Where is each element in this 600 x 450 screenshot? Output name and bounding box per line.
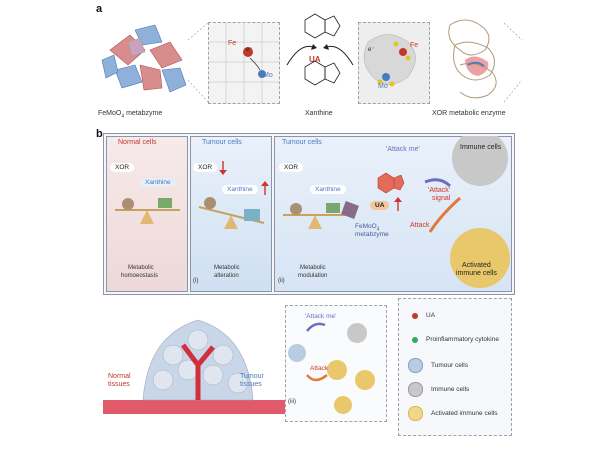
- fe-label: Fe: [228, 40, 237, 47]
- panel-a-letter: a: [96, 3, 103, 15]
- metabzyme-particle-icon: [341, 201, 359, 219]
- legend-item-cytokine: Proinflammatory cytokine: [408, 336, 499, 343]
- blood-vessel: [103, 400, 288, 414]
- tumour-xanthine-label-ii: Xanthine: [310, 185, 346, 194]
- immune-cell-icon: [452, 136, 508, 186]
- fe-atom-enzyme-icon: [399, 48, 407, 56]
- tumour-caption-ii-2: modulation: [298, 273, 328, 279]
- ua-dot-icon: [412, 312, 418, 319]
- mo-label: Mo: [263, 72, 273, 79]
- tumour-cells-title-ii: Tumour cells: [282, 139, 322, 146]
- immune-cells-illustration: [424, 136, 510, 288]
- electron-label-left: e⁻: [246, 47, 253, 53]
- legend-item-activated: Activated immune cells: [408, 406, 497, 421]
- normal-xanthine-label: Xanthine: [140, 178, 176, 187]
- activated-cell-icon: [408, 406, 423, 421]
- legend: UA Proinflammatory cytokine Tumour cells…: [408, 312, 508, 432]
- roman-i: (i): [193, 278, 199, 284]
- tumour-xor-label-ii: XOR: [279, 163, 304, 172]
- normal-tissues-2: tissues: [108, 381, 130, 388]
- fe-atom-icon: [243, 47, 253, 57]
- mo-label-right: Mo: [378, 83, 388, 90]
- xanthine-label: Xanthine: [305, 110, 333, 117]
- tumour-xor-label-i: XOR: [193, 163, 218, 172]
- normal-caption-1: Metabolic: [128, 265, 154, 271]
- panel-iii-illustration: [288, 322, 375, 414]
- electron-label-right: e⁻: [368, 47, 375, 53]
- reaction-arrows: [286, 44, 354, 66]
- activated-label-2: immune cells: [456, 270, 497, 277]
- ua-molecule-red-icon: [377, 172, 405, 194]
- immune-cells-label: Immune cells: [460, 144, 502, 151]
- xanthine-molecule-icon: [304, 60, 341, 86]
- tumour-caption-i-2: alteration: [214, 273, 239, 279]
- metabzyme-label-b: FeMoO4: [355, 223, 380, 233]
- attack-signal-2: signal: [432, 195, 451, 202]
- enzyme-active-site: [363, 34, 416, 87]
- normal-caption-2: homoeostasis: [121, 273, 159, 279]
- down-arrow-icon: [219, 161, 227, 175]
- legend-item-immune: Immune cells: [408, 382, 469, 397]
- tumour-balance-icon-ii: [283, 203, 348, 229]
- tumour-caption-i-1: Metabolic: [214, 265, 240, 271]
- legend-item-tumour: Tumour cells: [408, 358, 468, 373]
- attack-me-top: 'Attack me': [386, 146, 420, 153]
- normal-cells-title: Normal cells: [118, 139, 157, 146]
- tumour-cell-icon: [408, 358, 423, 373]
- normal-xor-label: XOR: [110, 163, 135, 172]
- attack-top: Attack: [410, 222, 430, 229]
- metabzyme-label: FeMoO4 metabzyme: [98, 110, 163, 120]
- tumour-cells-title-i: Tumour cells: [202, 139, 242, 146]
- normal-tissues-1: Normal: [108, 373, 131, 380]
- panel-b-letter: b: [96, 128, 103, 140]
- tumour-tissues-1: Tumour: [240, 373, 264, 380]
- mo-atom-enzyme-icon: [382, 73, 390, 81]
- lattice-polyhedra: [101, 24, 187, 93]
- up-arrow-icon: [261, 181, 269, 195]
- roman-iii: (iii): [288, 399, 296, 405]
- metabzyme-label-b-2: metabzyme: [355, 231, 389, 238]
- crystal-lattice-illustration: [101, 24, 187, 93]
- mo-atom-icon: [258, 70, 266, 78]
- ua-molecule-icon: [304, 13, 341, 39]
- activated-immune-cell-icon: [450, 228, 510, 288]
- fe-label-right: Fe: [410, 42, 419, 49]
- attack-bottom: Attack: [310, 365, 329, 372]
- enzyme-label: XOR metabolic enzyme: [432, 110, 506, 117]
- zoom-lines: [187, 22, 523, 103]
- ua-up-arrow-icon: [394, 197, 402, 211]
- xor-protein-structure: [448, 19, 497, 99]
- ua-label-a: UA: [309, 55, 321, 64]
- immune-cell-icon: [408, 382, 423, 397]
- tumour-balance-icon-i: [198, 197, 265, 229]
- activated-label-1: Activated: [462, 262, 491, 269]
- cytokine-dot-icon: [412, 336, 418, 343]
- attack-signal-1: 'Attack': [428, 187, 451, 194]
- tissue-illustration: [103, 319, 288, 414]
- tumour-caption-ii-1: Metabolic: [300, 265, 326, 271]
- roman-ii: (ii): [278, 278, 285, 284]
- tumour-xanthine-label-i: Xanthine: [222, 185, 258, 194]
- metabzyme-active-site: [208, 22, 280, 104]
- tumour-tissues-2: tissues: [240, 381, 262, 388]
- attack-me-bottom: 'Attack me': [305, 313, 337, 320]
- legend-item-ua: UA: [408, 312, 435, 319]
- normal-balance-icon: [115, 198, 180, 224]
- ua-label-b: UA: [370, 201, 390, 210]
